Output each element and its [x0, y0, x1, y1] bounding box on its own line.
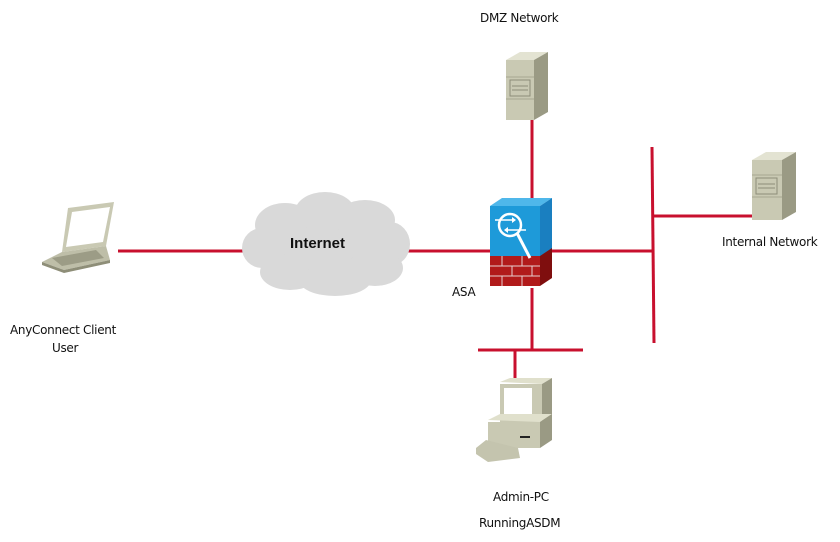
client-label-line1: AnyConnect Client	[10, 323, 116, 337]
client-label-line2: User	[52, 341, 79, 355]
internal-bus	[650, 146, 656, 344]
admin-pc-icon	[476, 378, 552, 462]
internal-network-label: Internal Network	[722, 235, 818, 249]
admin-pc-label-line2: RunningASDM	[479, 516, 561, 530]
asa-firewall-icon	[490, 198, 552, 286]
internet-cloud-icon	[242, 192, 410, 296]
dmz-server-icon	[506, 52, 548, 120]
asa-label: ASA	[452, 285, 476, 299]
internet-label: Internet	[290, 235, 346, 252]
admin-pc-label-line1: Admin-PC	[493, 490, 549, 504]
laptop-icon	[42, 202, 114, 273]
internal-server-icon	[752, 152, 796, 220]
dmz-network-label: DMZ Network	[480, 11, 559, 25]
